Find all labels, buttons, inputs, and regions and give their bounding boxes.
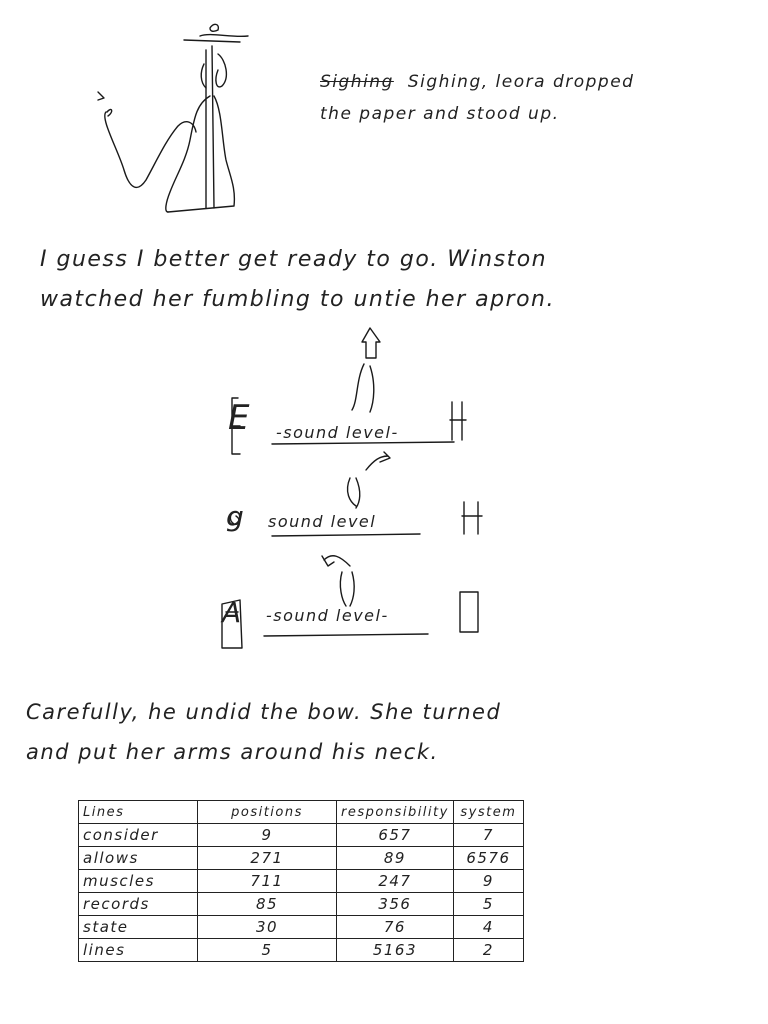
caption-line-1: Sighing Sighing, leora dropped <box>320 66 634 98</box>
table-cell: 356 <box>336 892 454 916</box>
table-cell: muscles <box>78 869 198 893</box>
paragraph-one-line-1: I guess I better get ready to go. Winsto… <box>40 247 548 272</box>
level-letter-a: A <box>222 596 243 629</box>
table-cell: 5 <box>197 938 337 962</box>
table-cell: 2 <box>452 938 525 962</box>
table-cell: 9 <box>452 869 525 893</box>
header-cell: responsibility <box>336 800 454 824</box>
table-cell: 4 <box>452 915 525 939</box>
handwritten-table: Lines positions responsibility system co… <box>78 800 525 962</box>
paragraph-one: I guess I better get ready to go. Winsto… <box>40 240 555 320</box>
table-cell: 9 <box>197 823 337 847</box>
level-letter-g: g <box>226 500 246 533</box>
table-row: allows 271 89 6576 <box>78 846 525 870</box>
caption-text-1: Sighing, leora dropped <box>407 72 635 92</box>
table-row: lines 5 5163 2 <box>78 938 525 962</box>
caption-line-2: the paper and stood up. <box>320 104 560 124</box>
table-cell: 85 <box>197 892 337 916</box>
sound-level-label-3: -sound level- <box>266 606 389 625</box>
sound-level-label-1: -sound level- <box>276 423 399 442</box>
table-cell: 7 <box>452 823 525 847</box>
table-cell: consider <box>78 823 198 847</box>
sketch-caption: Sighing Sighing, leora dropped the paper … <box>320 66 634 130</box>
table-cell: allows <box>78 846 198 870</box>
paragraph-two: Carefully, he undid the bow. She turned … <box>26 692 501 772</box>
paragraph-two-line-1: Carefully, he undid the bow. She turned <box>26 700 502 724</box>
level-letter-e: E <box>228 398 251 438</box>
table-row: state 30 76 4 <box>78 915 525 939</box>
header-cell: positions <box>197 800 337 824</box>
header-cell: system <box>452 800 525 824</box>
header-cell: Lines <box>78 800 198 824</box>
sound-level-label-2: sound level <box>268 512 377 531</box>
struck-word: Sighing <box>320 72 394 92</box>
table-cell: state <box>78 915 198 939</box>
table-cell: 711 <box>197 869 337 893</box>
table-row: muscles 711 247 9 <box>78 869 525 893</box>
table-cell: 89 <box>336 846 454 870</box>
table-cell: records <box>78 892 198 916</box>
table-cell: 271 <box>197 846 337 870</box>
table-cell: 5163 <box>336 938 454 962</box>
table-row: consider 9 657 7 <box>78 823 525 847</box>
figure-sketch <box>97 23 249 213</box>
table-cell: 76 <box>336 915 454 939</box>
table-cell: 5 <box>452 892 525 916</box>
sound-level-diagram <box>221 327 483 649</box>
table-cell: 30 <box>197 915 337 939</box>
table-cell: 657 <box>336 823 454 847</box>
table-cell: 6576 <box>452 846 525 870</box>
paragraph-two-line-2: and put her arms around his neck. <box>26 740 439 764</box>
table-cell: lines <box>78 938 198 962</box>
table-row: records 85 356 5 <box>78 892 525 916</box>
paragraph-one-line-2: watched her fumbling to untie her apron. <box>40 287 555 312</box>
table-header-row: Lines positions responsibility system <box>78 800 525 824</box>
table-cell: 247 <box>336 869 454 893</box>
